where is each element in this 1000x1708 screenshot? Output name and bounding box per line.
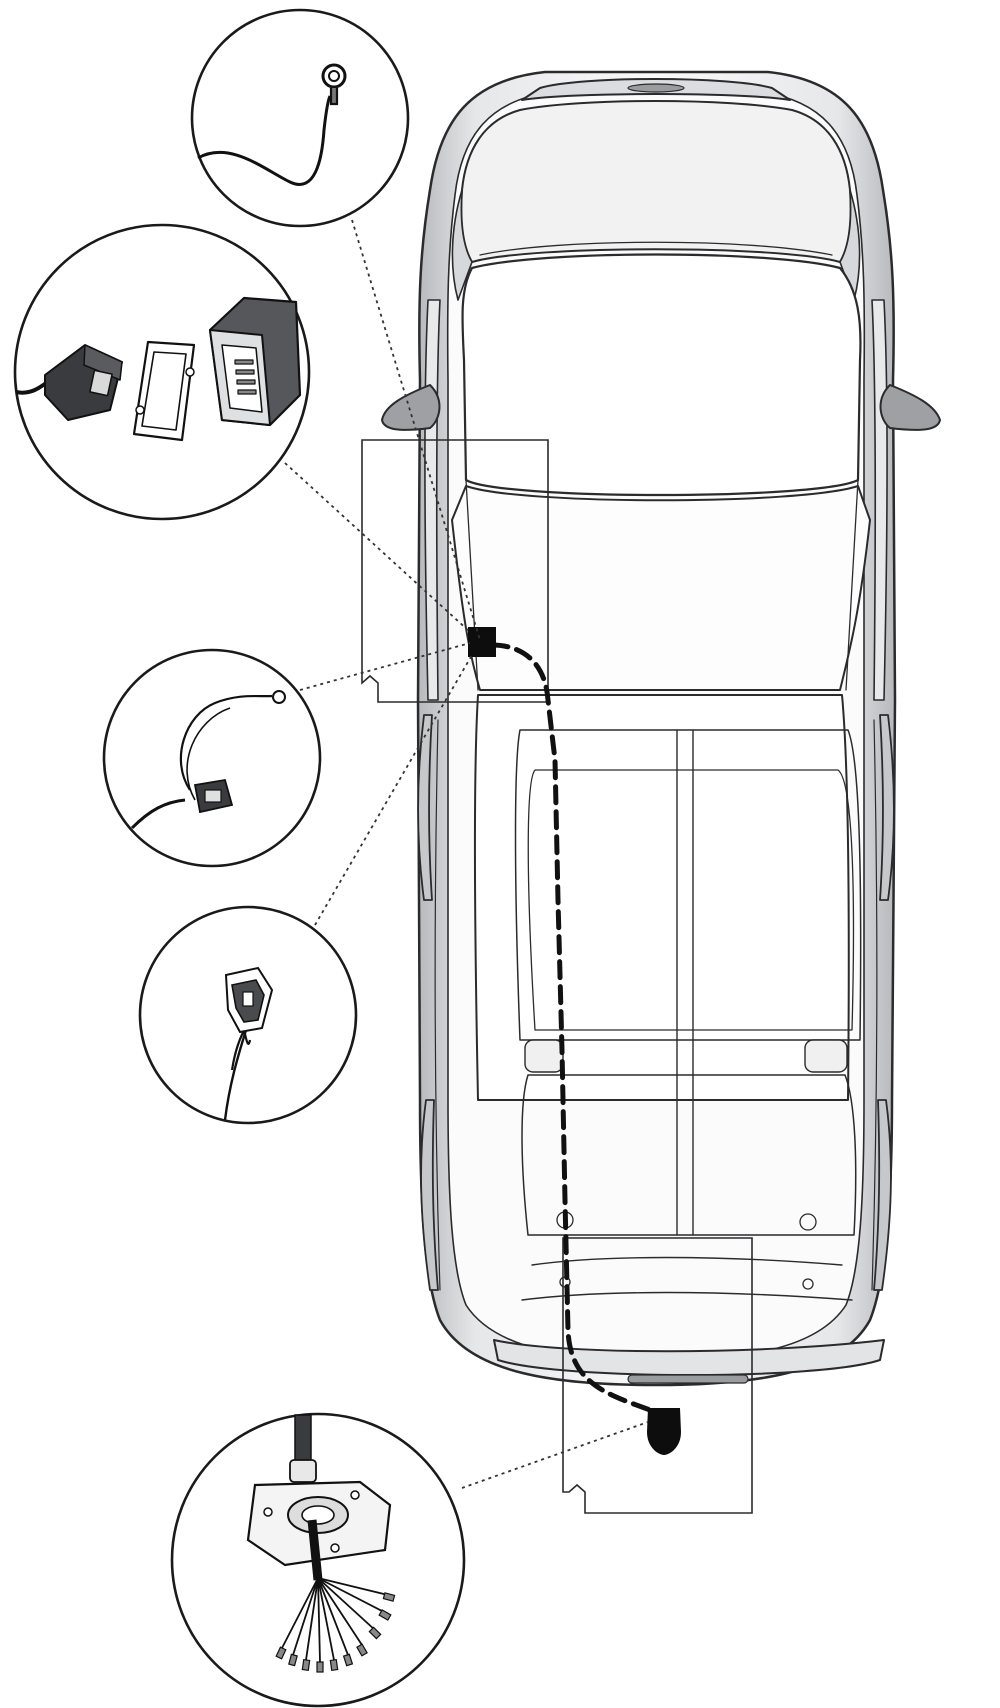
left-handle — [524, 1039, 564, 1073]
windshield — [451, 485, 871, 691]
bumper-line-2 — [521, 1291, 853, 1301]
roof-panel — [461, 253, 862, 497]
right-rear-wheel — [879, 714, 895, 901]
car-body — [381, 70, 941, 1387]
front-panel-lower — [521, 1074, 857, 1236]
wiring-harness-route — [489, 642, 653, 1413]
callout-ring-terminal — [190, 8, 410, 228]
mount-point-2 — [799, 1213, 817, 1231]
right-a-pillar — [845, 479, 859, 691]
callout-circle — [190, 8, 410, 228]
leader-ground-wire — [299, 642, 471, 691]
socket-detail-frame — [562, 1237, 753, 1514]
rear-window-line — [479, 241, 833, 256]
mount-point-4 — [802, 1278, 814, 1290]
callout-control-module — [13, 223, 311, 521]
front-bumper — [493, 1339, 885, 1376]
hood-front — [474, 694, 850, 1101]
callout-socket-harness — [170, 1412, 466, 1708]
leader-lines — [284, 219, 649, 1489]
front-panel-inner — [527, 769, 855, 1031]
left-mirror — [381, 384, 441, 431]
callout-circle — [102, 648, 322, 868]
socket-marker — [647, 1408, 681, 1455]
front-panel-upper — [514, 729, 862, 1041]
callout-vehicle-plug — [138, 905, 358, 1125]
rear-window — [460, 100, 852, 263]
left-front-wheel — [420, 1099, 439, 1291]
ground-ring-terminal-icon — [197, 63, 347, 186]
left-c-pillar — [451, 189, 473, 301]
right-front-wheel — [873, 1099, 892, 1291]
bumper-line-1 — [531, 1256, 843, 1266]
left-rear-wheel — [417, 714, 433, 901]
leader-socket — [461, 1421, 649, 1489]
control-module-connector-icon — [15, 296, 302, 442]
rear-washer — [627, 83, 685, 93]
towbar-socket-harness-icon — [246, 1414, 396, 1673]
leader-vehicle-plug — [314, 654, 473, 926]
vehicle-plug-connector-icon — [223, 966, 274, 1121]
detail-frames — [361, 439, 753, 1514]
right-mirror — [879, 384, 941, 431]
control-module-marker — [468, 627, 496, 657]
callout-ground-wire-plug — [102, 648, 322, 868]
right-body-line — [871, 719, 878, 1291]
left-body-line — [434, 719, 441, 1291]
right-handle — [804, 1039, 848, 1073]
ground-wire-plug-icon — [130, 690, 286, 830]
leader-ring-terminal — [351, 219, 481, 641]
bumper-slot — [627, 1374, 749, 1384]
module-detail-frame — [361, 439, 549, 703]
